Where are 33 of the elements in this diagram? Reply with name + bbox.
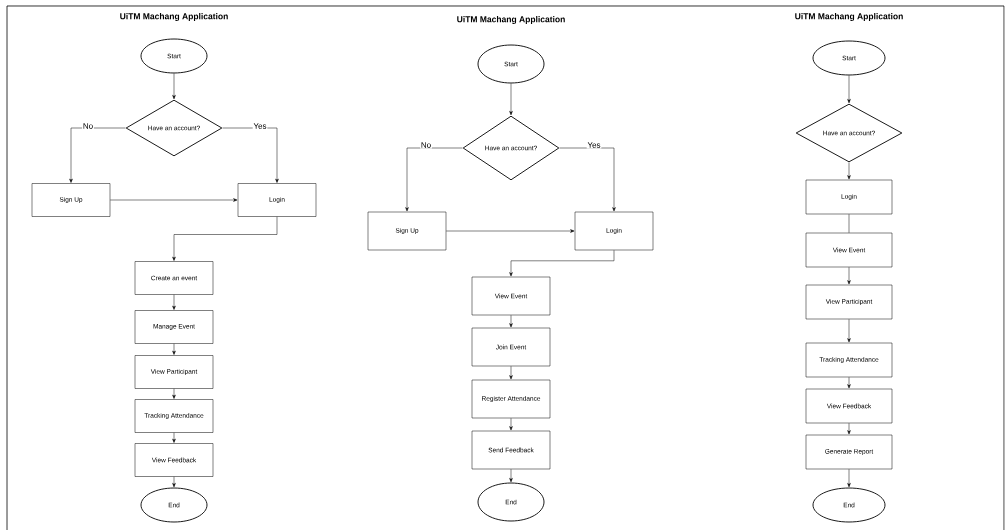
arrow <box>509 418 513 431</box>
panel-title: UiTM Machang Application <box>457 16 565 24</box>
arrow <box>509 315 513 328</box>
arrow <box>69 127 126 183</box>
arrow <box>509 83 513 116</box>
panel-title: UiTM Machang Application <box>795 13 903 21</box>
arrow <box>847 319 851 343</box>
arrow <box>509 250 615 277</box>
arrow <box>172 388 176 399</box>
arrow <box>847 267 851 285</box>
arrow <box>172 343 176 355</box>
arrow <box>446 229 575 233</box>
arrow <box>847 377 851 389</box>
arrow <box>509 469 513 483</box>
panel-title: UiTM Machang Application <box>120 13 228 21</box>
arrow <box>847 423 851 435</box>
edge-label: Yes <box>252 122 268 130</box>
arrow <box>847 162 851 180</box>
arrow <box>559 147 616 212</box>
edge-label: No <box>420 141 432 149</box>
arrow <box>847 75 851 104</box>
arrow <box>172 73 176 100</box>
arrow <box>509 366 513 380</box>
arrow <box>172 432 176 443</box>
arrow <box>110 198 238 202</box>
arrow <box>172 476 176 488</box>
arrow <box>172 216 278 261</box>
edge-label: No <box>82 122 94 130</box>
arrow <box>222 127 279 183</box>
arrow <box>405 147 463 212</box>
arrow <box>847 469 851 488</box>
arrow <box>172 294 176 310</box>
edge-label: Yes <box>586 141 602 149</box>
